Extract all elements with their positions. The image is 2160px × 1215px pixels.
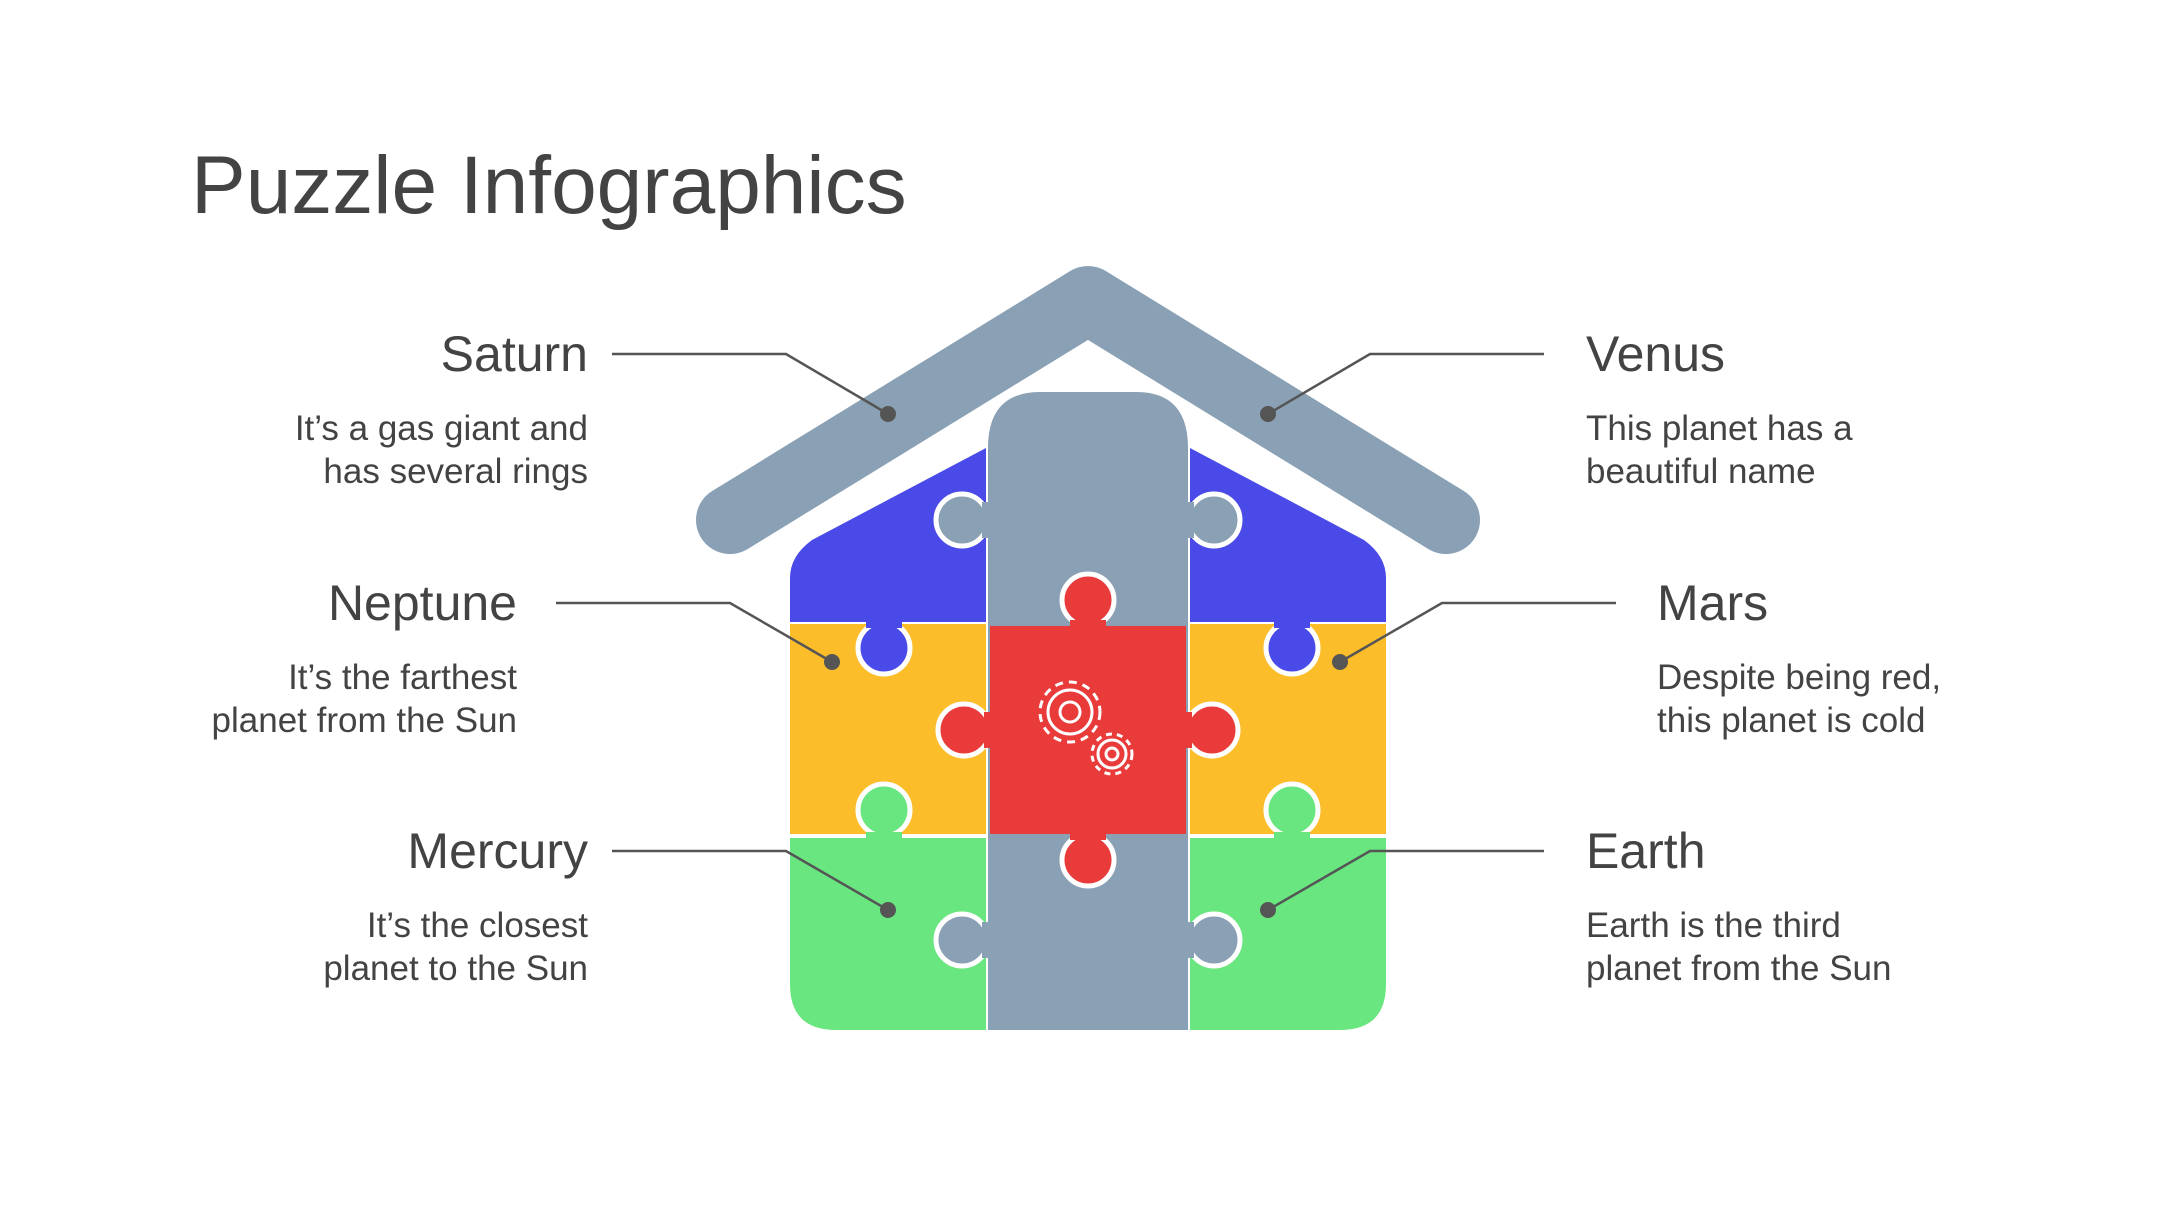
mars-desc-line1: Despite being red, bbox=[1657, 658, 1942, 697]
mercury-desc-line2: planet to the Sun bbox=[323, 949, 588, 988]
leader-dot-venus bbox=[1260, 406, 1276, 422]
neptune-desc-line2: planet from the Sun bbox=[211, 701, 517, 740]
leader-dot-mercury bbox=[880, 902, 896, 918]
leader-line-saturn bbox=[612, 352, 889, 416]
knob-red-top bbox=[1059, 571, 1117, 629]
puzzle-piece-green-left bbox=[790, 838, 986, 1030]
gears-icon bbox=[1038, 680, 1134, 776]
knob-gray-to-blue-left bbox=[933, 491, 991, 549]
venus-desc-line2: beautiful name bbox=[1586, 452, 1816, 491]
leader-line-earth bbox=[1267, 849, 1544, 912]
earth-title: Earth bbox=[1586, 823, 1706, 879]
neptune-title: Neptune bbox=[327, 575, 517, 631]
leader-dot-mars bbox=[1332, 654, 1348, 670]
saturn-desc-line2: has several rings bbox=[323, 452, 588, 491]
leader-line-neptune bbox=[556, 601, 833, 664]
knob-gray-to-green-left bbox=[933, 911, 991, 969]
knob-blue-to-yellow-right bbox=[1263, 619, 1321, 677]
venus-desc-line1: This planet has a bbox=[1586, 409, 1853, 448]
leader-dot-earth bbox=[1260, 902, 1276, 918]
saturn-desc-line1: It’s a gas giant and bbox=[294, 409, 588, 448]
mercury-title: Mercury bbox=[407, 823, 588, 879]
saturn-title: Saturn bbox=[440, 326, 588, 382]
earth-desc-line1: Earth is the third bbox=[1586, 906, 1841, 945]
knob-red-right bbox=[1183, 701, 1241, 759]
leader-line-mercury bbox=[612, 849, 889, 912]
neptune-desc-line1: It’s the farthest bbox=[288, 658, 517, 697]
mercury-desc-line1: It’s the closest bbox=[366, 906, 588, 945]
roof-piece bbox=[696, 266, 1480, 554]
knob-green-to-yellow-right bbox=[1263, 781, 1321, 839]
leader-line-venus bbox=[1267, 352, 1544, 416]
knob-red-bottom bbox=[1059, 831, 1117, 889]
knob-red-left bbox=[935, 701, 993, 759]
leader-dot-saturn bbox=[880, 406, 896, 422]
knob-green-to-yellow-left bbox=[855, 781, 913, 839]
leader-line-mars bbox=[1339, 601, 1616, 664]
leader-dot-neptune bbox=[824, 654, 840, 670]
mars-title: Mars bbox=[1657, 575, 1769, 631]
page-title: Puzzle Infographics bbox=[191, 140, 907, 231]
puzzle-piece-blue-right bbox=[1190, 448, 1386, 622]
venus-title: Venus bbox=[1586, 326, 1726, 382]
puzzle-piece-blue-left bbox=[790, 448, 986, 622]
knob-blue-to-yellow-left bbox=[855, 619, 913, 677]
knob-gray-to-blue-right bbox=[1185, 491, 1243, 549]
knob-gray-to-green-right bbox=[1185, 911, 1243, 969]
puzzle-piece-red-center bbox=[990, 626, 1186, 834]
earth-desc-line2: planet from the Sun bbox=[1586, 949, 1892, 988]
mars-desc-line2: this planet is cold bbox=[1657, 701, 1926, 740]
puzzle-piece-green-right bbox=[1190, 838, 1386, 1030]
